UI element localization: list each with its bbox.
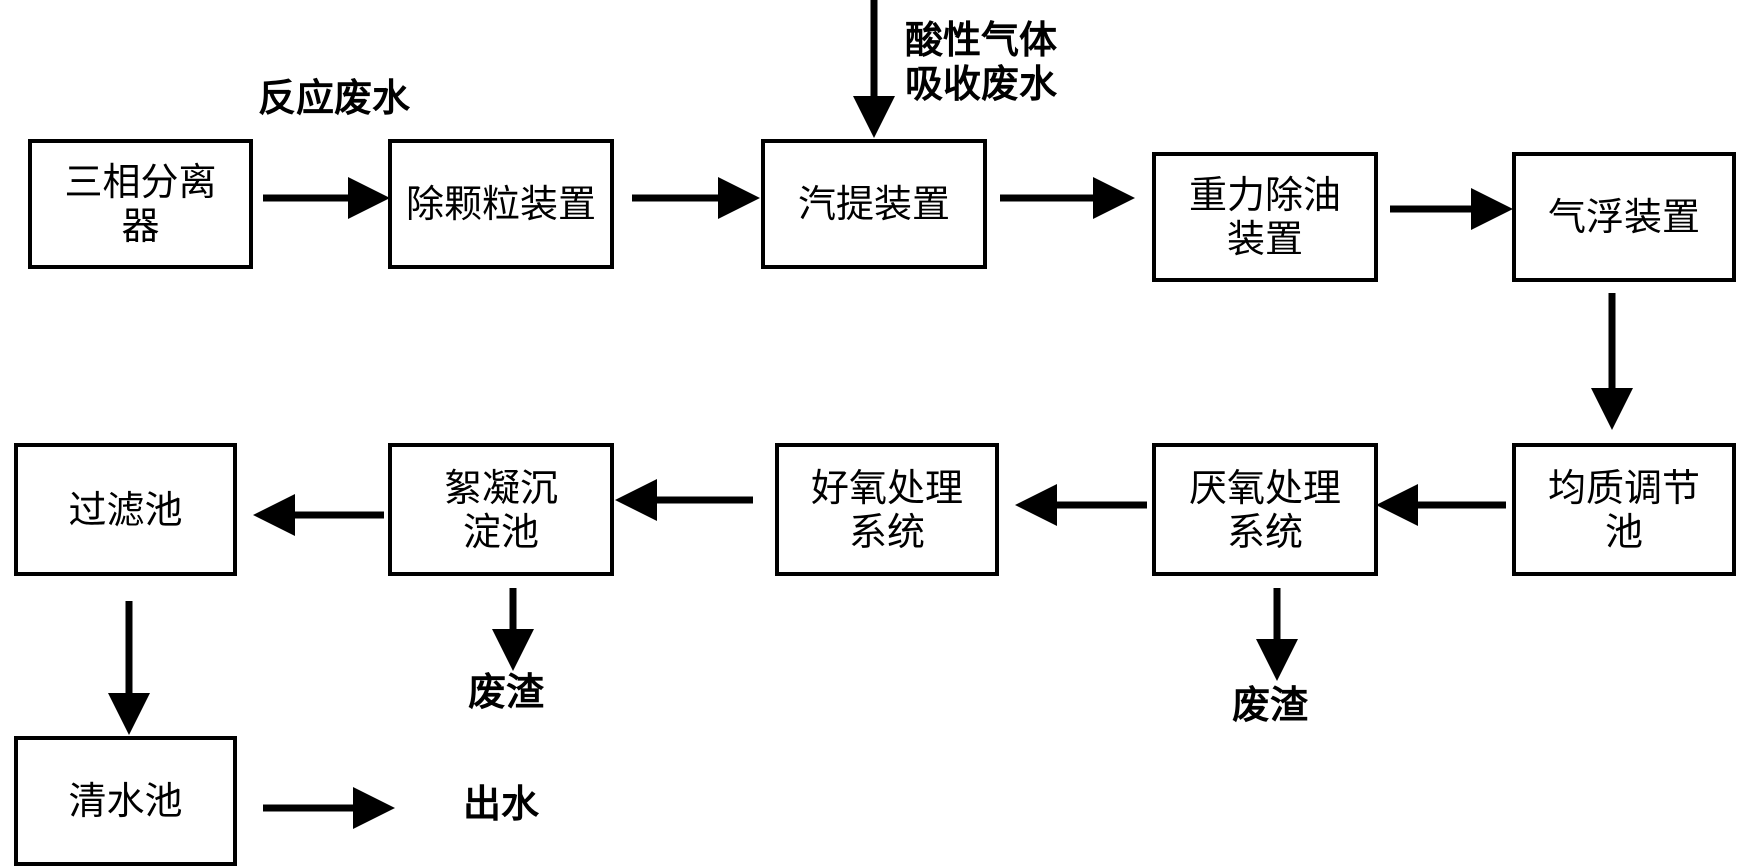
node-three-phase-separator: 三相分离 器 [28, 139, 253, 269]
node-aerobic-system: 好氧处理 系统 [775, 443, 999, 576]
label-outlet-water: 出水 [463, 782, 540, 826]
node-clear-water-tank: 清水池 [14, 736, 237, 866]
node-air-flotation: 气浮装置 [1512, 152, 1736, 282]
node-label: 气浮装置 [1547, 195, 1700, 239]
node-flocculation-tank: 絮凝沉 淀池 [388, 443, 614, 576]
node-label: 过滤池 [68, 487, 183, 532]
label-waste-residue-2: 废渣 [1232, 683, 1309, 727]
label-acid-gas-wastewater: 酸性气体 吸收废水 [905, 18, 1058, 106]
label-reaction-wastewater: 反应废水 [258, 76, 411, 120]
node-homogenizing-tank: 均质调节 池 [1512, 443, 1736, 576]
node-particle-removal: 除颗粒装置 [388, 139, 614, 269]
node-label: 三相分离 器 [64, 160, 217, 248]
node-label: 除颗粒装置 [405, 182, 596, 226]
node-label: 均质调节 池 [1547, 465, 1700, 554]
node-label: 絮凝沉 淀池 [443, 465, 558, 554]
node-gravity-oil-removal: 重力除油 装置 [1152, 152, 1378, 282]
node-label: 好氧处理 系统 [810, 465, 963, 554]
node-label: 重力除油 装置 [1188, 173, 1341, 261]
node-anaerobic-system: 厌氧处理 系统 [1152, 443, 1378, 576]
node-stripping: 汽提装置 [761, 139, 987, 269]
node-label: 清水池 [68, 779, 183, 823]
node-label: 厌氧处理 系统 [1188, 465, 1341, 554]
label-waste-residue-1: 废渣 [468, 670, 545, 714]
node-filter-tank: 过滤池 [14, 443, 237, 576]
node-label: 汽提装置 [797, 182, 950, 226]
